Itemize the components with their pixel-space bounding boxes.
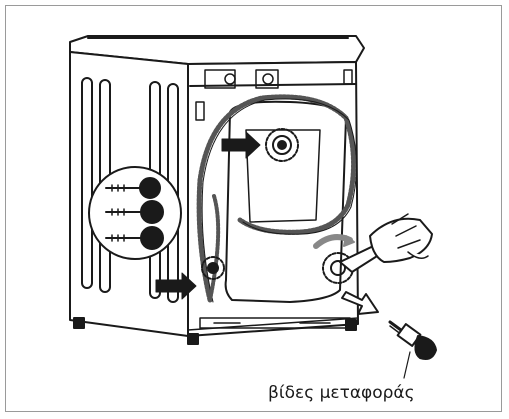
caption-transport-bolts: βίδες μεταφοράς (268, 383, 468, 403)
transport-bolt-icon (390, 322, 436, 359)
caption-leader-line (404, 352, 410, 378)
bolt-set-callout (89, 167, 181, 259)
